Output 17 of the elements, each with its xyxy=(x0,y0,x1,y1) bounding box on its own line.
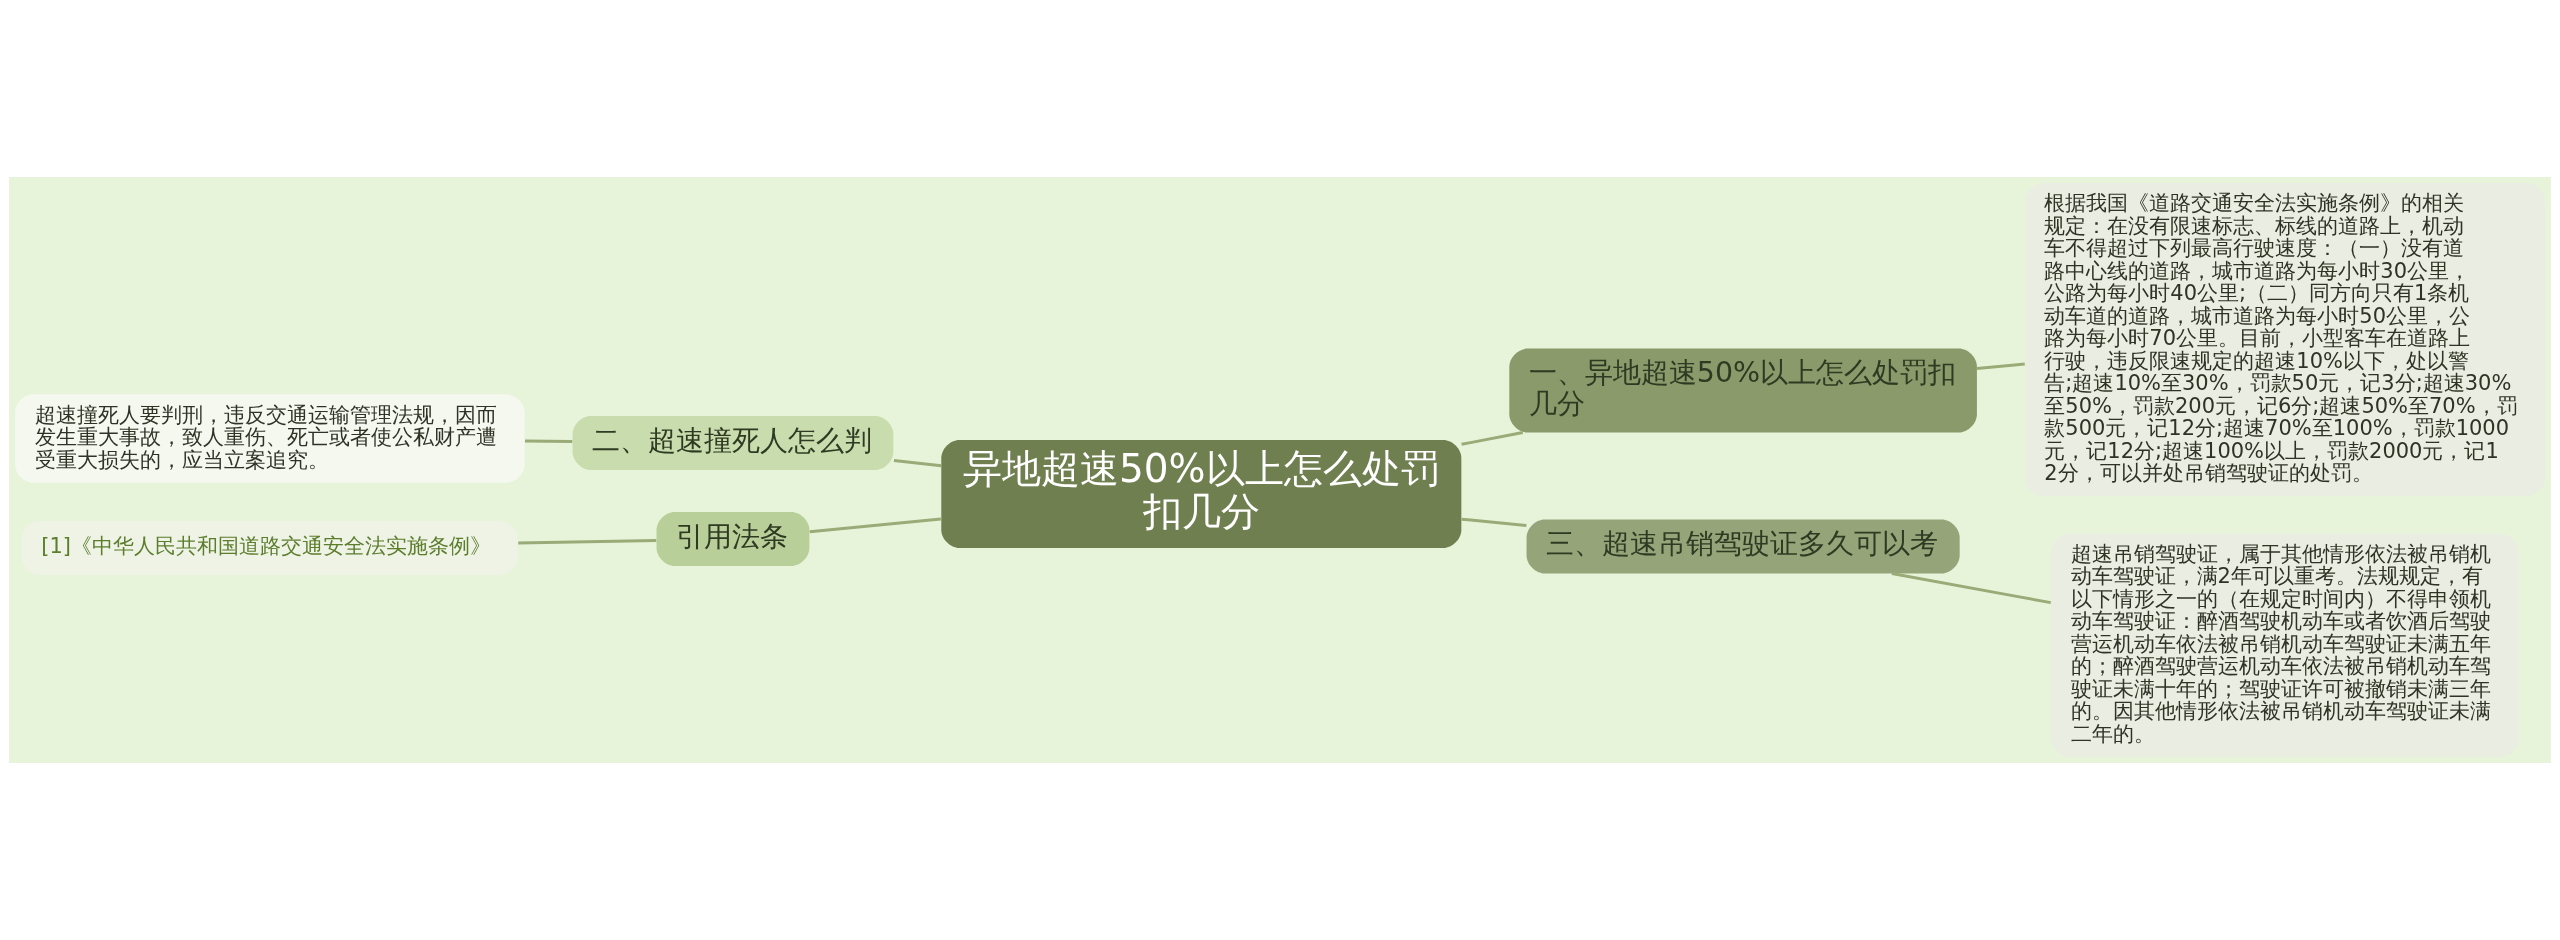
connector xyxy=(1461,431,1524,446)
connector xyxy=(809,517,941,534)
node-box: 根据我国《道路交通安全法实施条例》的相关规定：在没有限速标志、标线的道路上，机动车不得超过下列最高行驶速度：（一）没有道路中心线的道路，城市道路为每小时30公里，公路为每小时40公里;（二）同方向只有1条机动车道的道路，城市道路为每小时50公里，公路为每小时70公里。目前，小型客车在道路上行驶，违反限速规定的超速10%以下，处以警告;超速10%至30%，罚款50元，记3分;超速30%至50%，罚款200元，记6分;超速50%至70%，罚款500元，记12分;超速70%至100%，罚款1000元，记12分;超速100%以上，罚款2000元，记12分，可以并处吊销驾驶证的处罚。 xyxy=(2024,183,2545,497)
node-box: 超速吊销驾驶证，属于其他情形依法被吊销机动车驾驶证，满2年可以重考。法规规定，有以下情形之一的（在规定时间内）不得申领机动车驾驶证：醉酒驾驶机动车或者饮酒后驾驶营运机动车依法被吊销机动车驾驶证未满五年的；醉酒驾驶营运机动车依法被吊销机动车驾驶证未满十年的；驾驶证许可被撤销未满三年的。因其他情形依法被吊销机动车驾驶证未满二年的。 xyxy=(2051,533,2519,757)
connector xyxy=(893,459,942,468)
node-box: 三、超速吊销驾驶证多久可以考 xyxy=(1526,519,1960,574)
connector xyxy=(1976,362,2025,371)
node-box: 超速撞死人要判刑，违反交通运输管理法规，因而发生重大事故，致人重伤、死亡或者使公私财产遭受重大损失的，应当立案追究。 xyxy=(15,394,525,483)
node-box: [1]《中华人民共和国道路交通安全法实施条例》 xyxy=(21,520,518,575)
node-box: 引用法条 xyxy=(656,511,810,566)
connector xyxy=(518,538,657,545)
node-box: 二、超速撞死人怎么判 xyxy=(572,416,894,470)
connector xyxy=(1461,517,1527,527)
connector xyxy=(1891,572,2052,605)
node-box: 一、异地超速50%以上怎么处罚扣几分 xyxy=(1509,348,1977,433)
connector xyxy=(524,439,573,443)
node-box: 异地超速50%以上怎么处罚扣几分 xyxy=(941,440,1462,548)
